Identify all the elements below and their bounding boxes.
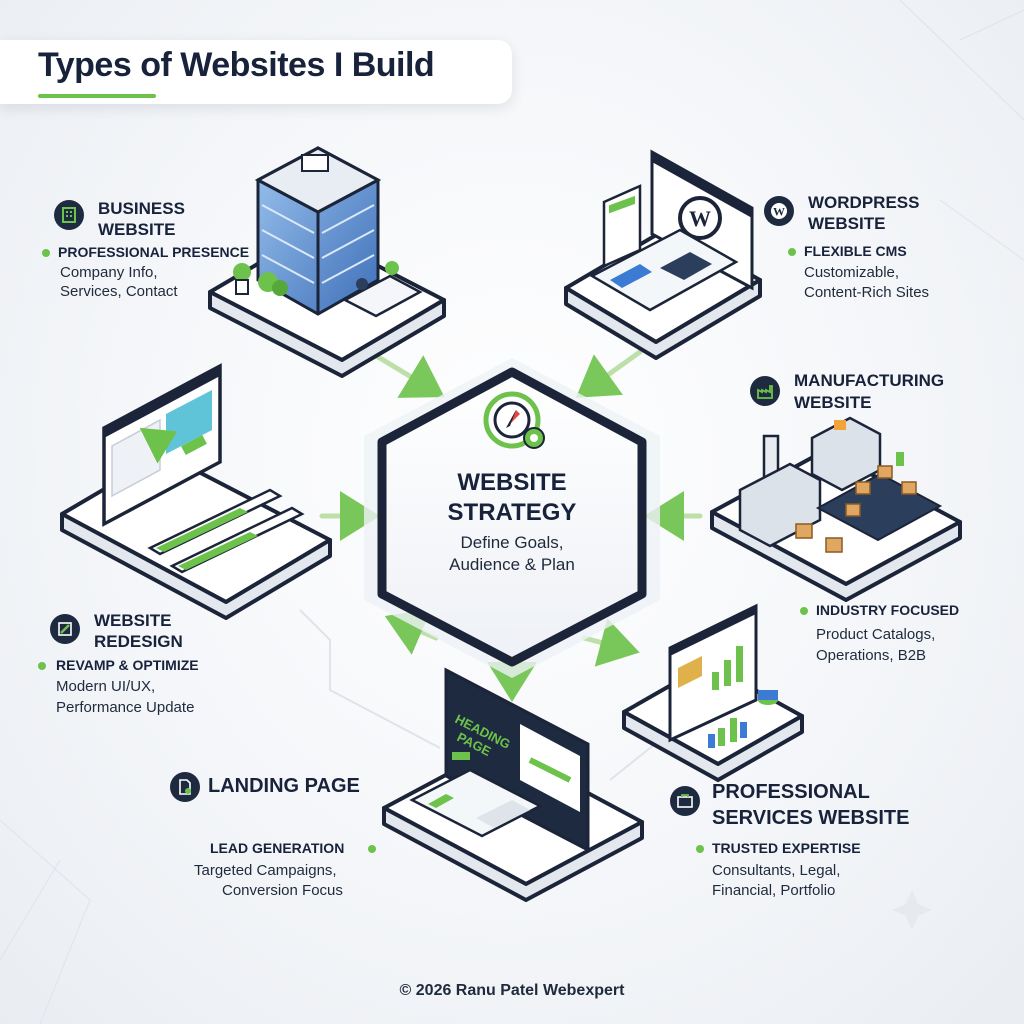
wordpress-icon: W xyxy=(764,196,794,226)
center-desc-line2: Audience & Plan xyxy=(449,555,575,574)
bullet-dot xyxy=(368,845,376,853)
node-title-line1: WORDPRESS xyxy=(808,193,920,212)
node-desc-line1: Consultants, Legal, xyxy=(712,862,841,879)
redesign-illustration xyxy=(60,363,332,620)
node-subtitle: PROFESSIONAL PRESENCE xyxy=(58,244,250,260)
node-title-line2: WEBSITE xyxy=(808,214,886,233)
page-title: Types of Websites I Build xyxy=(38,46,435,84)
center-title-line2: STRATEGY xyxy=(447,499,577,526)
wordpress-illustration: W xyxy=(564,149,762,360)
node-subtitle: TRUSTED EXPERTISE xyxy=(712,840,861,856)
node-title-line2: WEBSITE xyxy=(98,220,176,239)
node-desc-line2: Performance Update xyxy=(56,699,195,716)
node-desc-line2: Services, Contact xyxy=(60,283,178,300)
footer-copyright: © 2026 Ranu Patel Webexpert xyxy=(399,982,625,999)
node-desc-line1: Product Catalogs, xyxy=(816,626,936,643)
node-title-line1: MANUFACTURING xyxy=(794,371,945,390)
bullet-dot xyxy=(38,662,46,670)
node-desc-line2: Financial, Portfolio xyxy=(712,882,836,899)
node-title-line1: PROFESSIONAL xyxy=(712,781,870,803)
node-desc-line1: Targeted Campaigns, xyxy=(194,862,337,879)
svg-text:W: W xyxy=(689,206,711,231)
bullet-dot xyxy=(788,248,796,256)
node-subtitle: LEAD GENERATION xyxy=(210,840,345,856)
node-title-line2: WEBSITE xyxy=(794,393,872,412)
landing-illustration: HEADING PAGE xyxy=(382,667,644,902)
node-desc-line1: Modern UI/UX, xyxy=(56,678,156,695)
pencil-ruler-icon xyxy=(50,614,80,644)
bullet-dot xyxy=(42,249,50,257)
node-title: LANDING PAGE xyxy=(208,775,360,797)
node-title-line2: REDESIGN xyxy=(94,632,183,651)
center-desc-line1: Define Goals, xyxy=(460,533,564,552)
bullet-dot xyxy=(800,607,808,615)
manufacturing-illustration xyxy=(710,416,962,602)
building-icon xyxy=(54,200,84,230)
svg-text:W: W xyxy=(773,205,785,219)
node-desc-line1: Company Info, xyxy=(60,264,158,281)
briefcase-icon xyxy=(670,786,700,816)
node-title-line1: WEBSITE xyxy=(94,611,172,630)
professional-illustration xyxy=(622,603,804,782)
node-subtitle: REVAMP & OPTIMIZE xyxy=(56,657,199,673)
node-desc-line2: Conversion Focus xyxy=(222,882,343,899)
node-subtitle: INDUSTRY FOCUSED xyxy=(816,602,960,618)
center-title-line1: WEBSITE xyxy=(457,469,567,496)
factory-icon xyxy=(750,376,780,406)
node-desc-line2: Content-Rich Sites xyxy=(804,284,930,301)
center-hexagon xyxy=(364,358,660,678)
bullet-dot xyxy=(696,845,704,853)
node-subtitle: FLEXIBLE CMS xyxy=(804,243,907,259)
business-illustration xyxy=(208,146,446,378)
node-title-line2: SERVICES WEBSITE xyxy=(712,807,910,829)
title-card xyxy=(0,40,512,104)
node-desc-line1: Customizable, xyxy=(804,264,900,281)
document-icon xyxy=(170,772,200,802)
node-title-line1: BUSINESS xyxy=(98,199,185,218)
node-desc-line2: Operations, B2B xyxy=(816,647,927,664)
title-underline xyxy=(38,94,156,98)
